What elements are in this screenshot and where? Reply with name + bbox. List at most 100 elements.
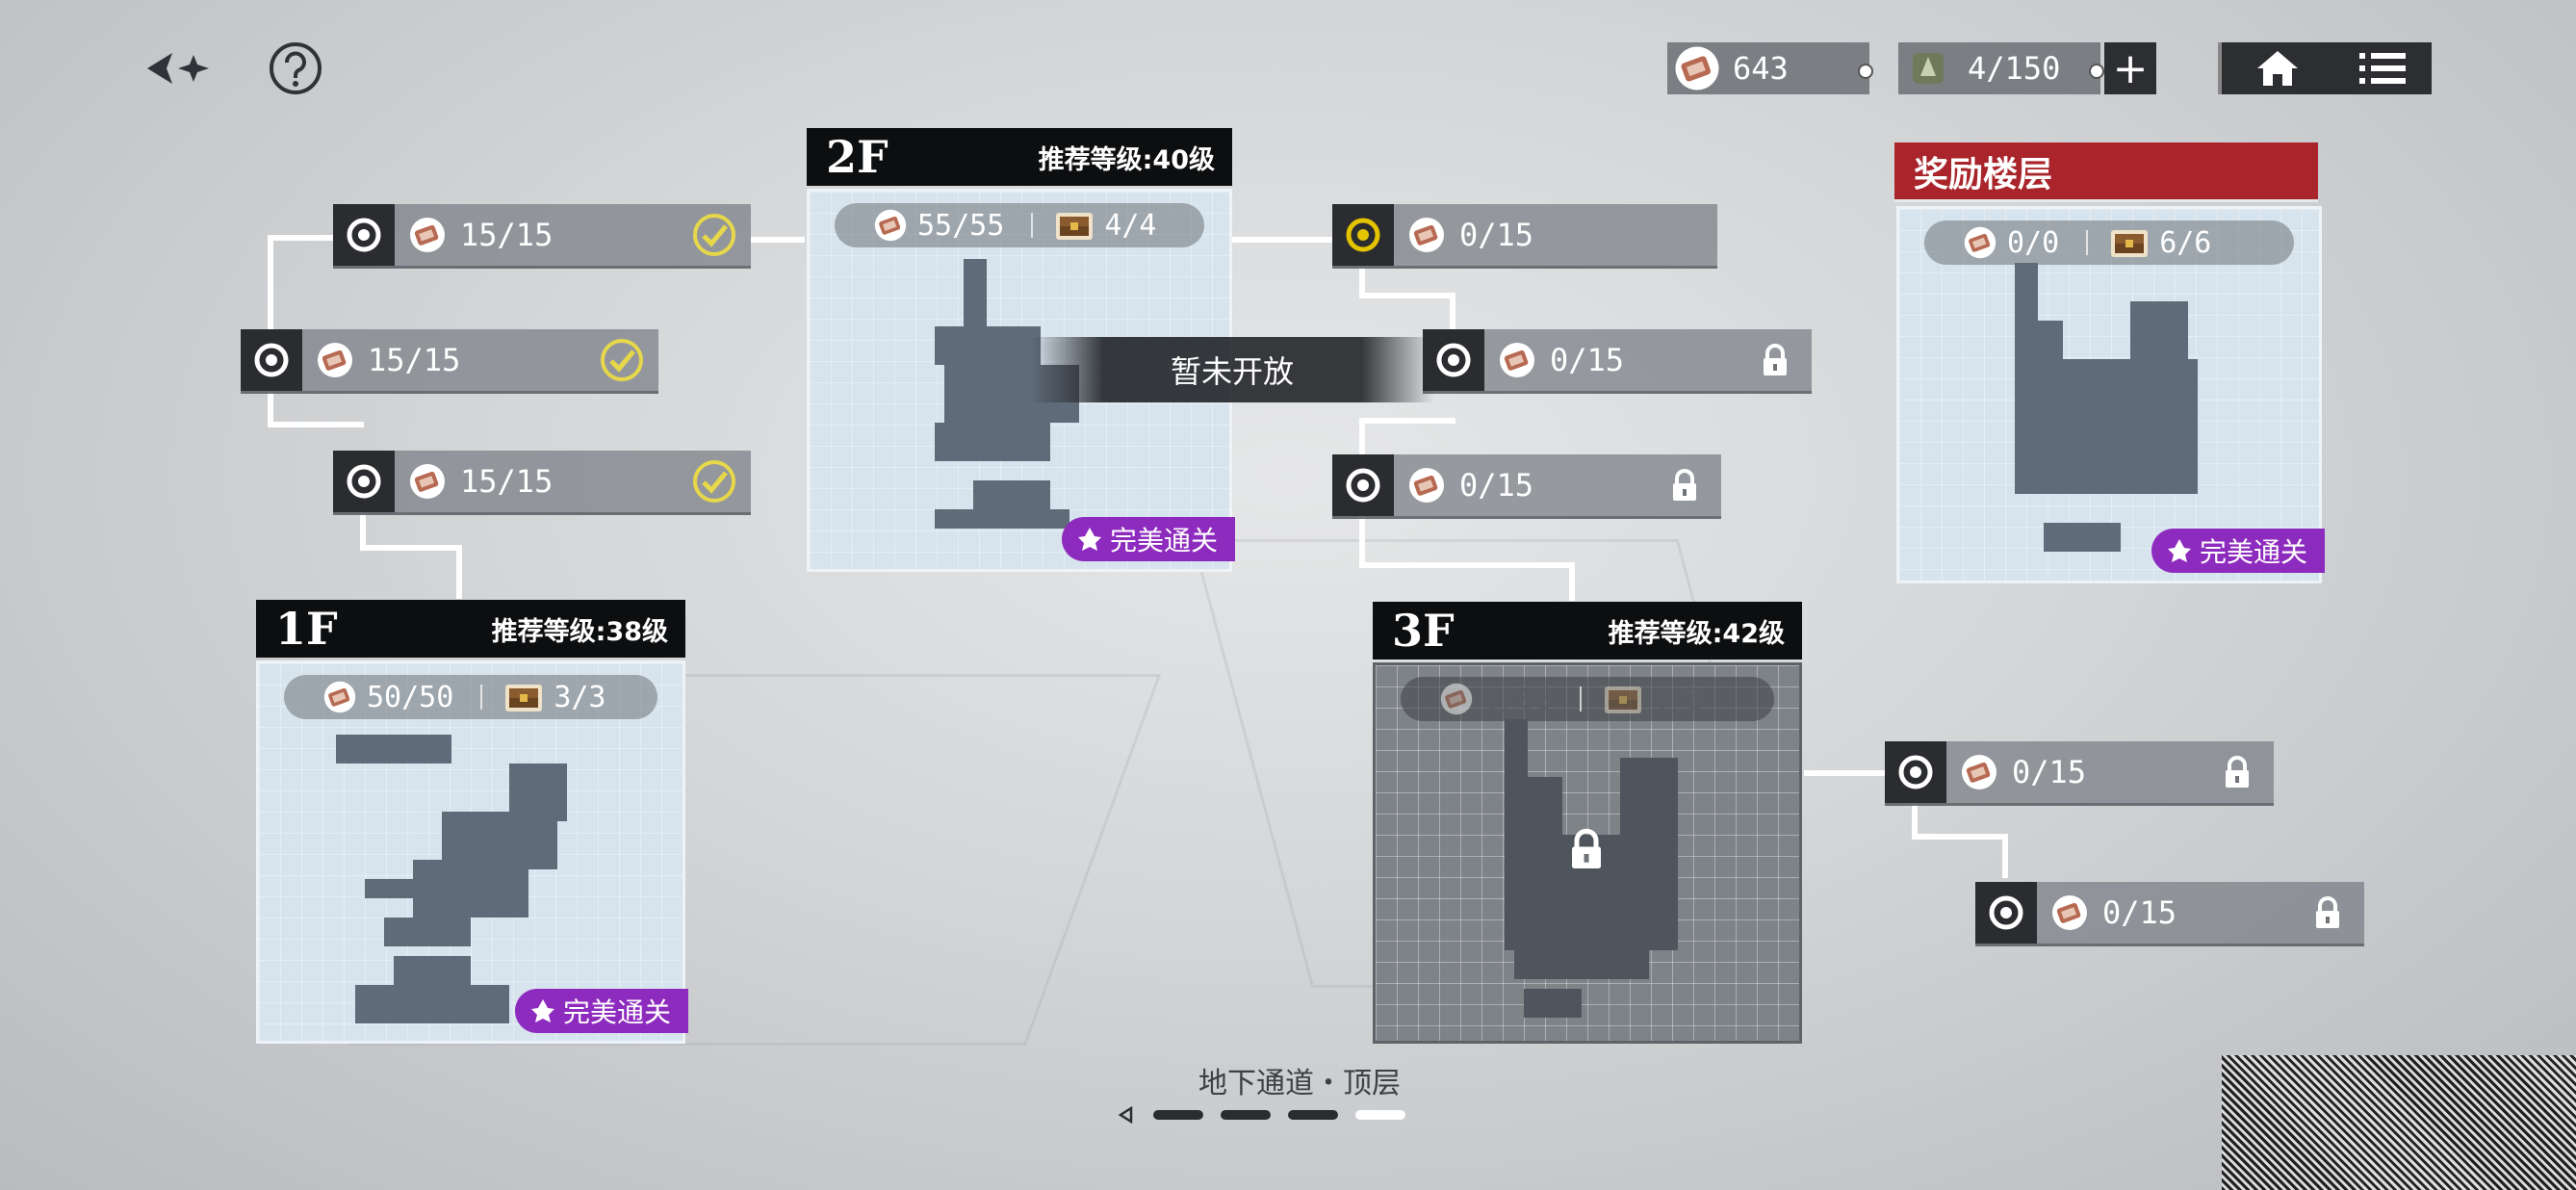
page-dot[interactable] (1221, 1110, 1271, 1120)
reward-floor-card[interactable]: 0/0 6/6 完美通关 (1896, 206, 2325, 583)
path-line (268, 422, 364, 427)
stage-count: 0/15 (2012, 754, 2087, 790)
back-sparkle-icon (147, 53, 209, 84)
path-line (360, 510, 366, 549)
treasure-chest-icon (2109, 226, 2150, 259)
lock-icon (1665, 466, 1704, 504)
floor-card-2f[interactable]: 2F 推荐等级:40级 55/55 4/4 完美通关 (807, 128, 1235, 572)
path-line (1359, 512, 1365, 566)
waypoint-icon (1896, 753, 1935, 791)
resource-crate-icon (873, 208, 908, 243)
stage-node-locked[interactable]: 0/15 (1332, 454, 1721, 519)
page-dot[interactable] (1153, 1110, 1203, 1120)
back-button[interactable] (141, 42, 218, 94)
path-line (751, 237, 805, 243)
home-icon (2257, 51, 2298, 86)
badge-label: 完美通关 (1109, 525, 1218, 556)
floor-chest-count: 4/4 (1104, 208, 1157, 243)
stamina-count: 4/150 (1968, 50, 2061, 87)
treasure-chest-icon (503, 681, 544, 713)
path-line (1804, 770, 1885, 776)
path-line (1359, 418, 1455, 424)
stage-node-current[interactable]: 0/15 (1332, 204, 1717, 269)
resource-crate-icon (1963, 225, 1997, 260)
stamina-icon (1913, 53, 1944, 84)
stage-count: 0/15 (2102, 894, 2177, 931)
area-title: 地下通道・顶层 (1198, 1067, 1401, 1100)
floor-map (2015, 263, 2198, 552)
trophy-icon (530, 999, 554, 1022)
path-line (2002, 834, 2008, 878)
perfect-clear-badge: 完美通关 (514, 989, 688, 1033)
floor-resource-count: 50/50 (367, 680, 454, 714)
floor-progress: 0/0 6/6 (1924, 220, 2294, 265)
page-dot-active[interactable] (1355, 1110, 1405, 1120)
floor-progress: 55/55 4/4 (835, 203, 1204, 247)
path-line (1359, 262, 1365, 297)
home-button[interactable] (2218, 42, 2333, 94)
resource-crate-icon (408, 216, 447, 254)
resource-crate-icon (1407, 466, 1446, 504)
resource-crate-icon (2050, 893, 2089, 932)
resource-crate-icon (408, 462, 447, 501)
floor-map (1505, 719, 1678, 1018)
help-button[interactable] (266, 39, 325, 98)
path-line (1912, 799, 1918, 838)
path-line (1230, 237, 1332, 243)
check-circle-icon (691, 458, 737, 504)
stage-node-2[interactable]: 15/15 (241, 329, 658, 394)
path-line (1450, 293, 1455, 331)
resource-crate-icon (1498, 341, 1536, 379)
waypoint-icon (1344, 466, 1382, 504)
stage-node-3[interactable]: 15/15 (333, 451, 751, 515)
stage-node-1[interactable]: 15/15 (333, 204, 751, 269)
lock-icon (1562, 825, 1610, 873)
stage-node-locked[interactable]: 0/15 (1975, 882, 2364, 946)
stage-count: 15/15 (368, 342, 461, 378)
stage-node-locked[interactable]: 0/15 (1885, 741, 2274, 806)
floor-label: 3F (1392, 605, 1455, 657)
check-circle-icon (691, 212, 737, 258)
help-icon (270, 42, 322, 94)
floor-card-3f[interactable]: 3F 推荐等级:42级 0/60 0/5 (1373, 602, 1802, 1044)
floor-chest-count: 6/6 (2159, 225, 2212, 260)
stage-count: 15/15 (460, 463, 554, 500)
resource-crate-icon (1407, 216, 1446, 254)
stage-count: 15/15 (460, 217, 554, 253)
path-line (268, 235, 335, 241)
floor-map (336, 735, 567, 1023)
add-stamina-button[interactable]: + (2104, 42, 2156, 94)
tooltip-text: 暂未开放 (1170, 353, 1294, 390)
plus-icon: + (2112, 43, 2149, 93)
waypoint-current-icon (1344, 216, 1382, 254)
lock-icon (1756, 341, 1794, 379)
floor-lock (1562, 825, 1610, 877)
floor-resource-count: 0/0 (2007, 225, 2060, 260)
waypoint-icon (1987, 893, 2025, 932)
treasure-chest-icon (1054, 209, 1095, 242)
floor-label: 2F (826, 131, 889, 183)
prev-page-icon[interactable] (1117, 1105, 1136, 1125)
trophy-icon (2167, 539, 2191, 562)
perfect-clear-badge: 完美通关 (1061, 517, 1235, 561)
floor-chest-count: 0/5 (1653, 682, 1706, 716)
path-line (1359, 293, 1455, 298)
stage-node-locked[interactable]: 0/15 (1423, 329, 1812, 394)
floor-label: 1F (275, 603, 338, 655)
path-line (456, 545, 462, 599)
lock-icon (2218, 753, 2256, 791)
stamina-counter: 4/150 (1898, 42, 2104, 94)
resource-crate-icon (1673, 44, 1721, 92)
page-dot[interactable] (1288, 1110, 1338, 1120)
floor-card-1f[interactable]: 1F 推荐等级:38级 50/50 3/3 完美通关 (256, 600, 688, 1044)
floor-chest-count: 3/3 (554, 680, 606, 714)
waypoint-icon (345, 462, 383, 501)
path-line (1912, 834, 2008, 840)
recommended-level: 推荐等级:40级 (1038, 144, 1215, 175)
resource-crate-icon (1960, 753, 1998, 791)
menu-button[interactable] (2333, 42, 2432, 94)
resource-crate-icon (322, 680, 357, 714)
floor-header: 2F 推荐等级:40级 (807, 128, 1232, 186)
watermark-noise (2222, 1055, 2576, 1190)
recommended-level: 推荐等级:38级 (491, 616, 668, 647)
